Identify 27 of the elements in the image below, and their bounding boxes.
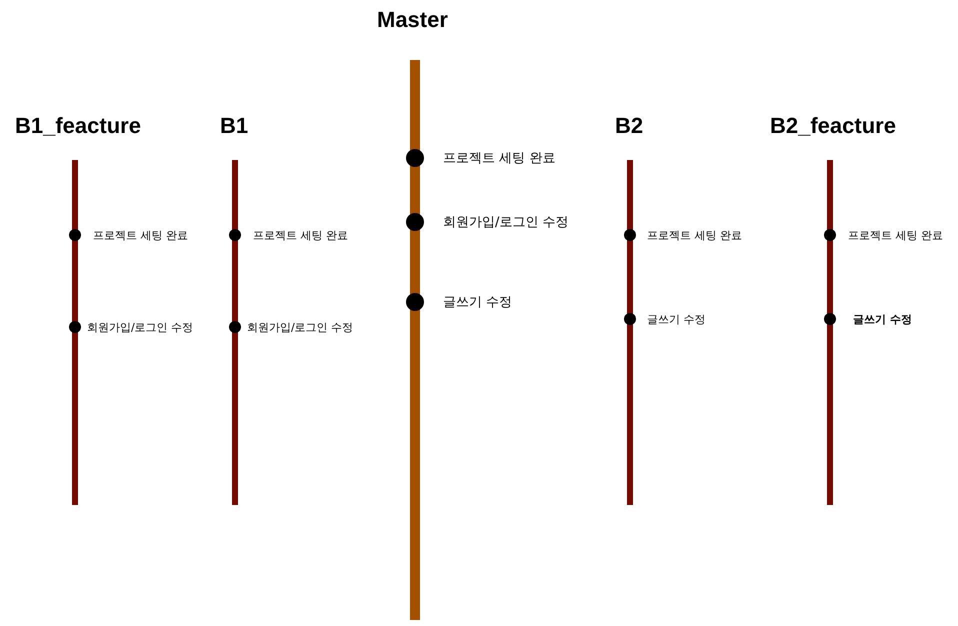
commit-dot [229, 229, 241, 241]
commit-dot [824, 313, 836, 325]
branch-title: B2_feacture [770, 113, 896, 139]
commit-label: 프로젝트 세팅 완료 [848, 228, 943, 242]
branch-title: B1 [220, 113, 248, 139]
commit-label: 프로젝트 세팅 완료 [93, 228, 188, 242]
commit-label: 회원가입/로그인 수정 [247, 320, 354, 334]
commit-label: 회원가입/로그인 수정 [87, 320, 194, 334]
branch-title: B2 [615, 113, 644, 139]
commit-label: 글쓰기 수정 [853, 312, 912, 326]
commit-dot [406, 293, 424, 311]
commit-dot [406, 149, 424, 167]
commit-dot [229, 321, 241, 333]
commit-label: 글쓰기 수정 [647, 312, 706, 326]
commit-label: 글쓰기 수정 [443, 294, 512, 310]
commit-dot [824, 229, 836, 241]
commit-dot [624, 229, 636, 241]
commit-label: 프로젝트 세팅 완료 [443, 150, 556, 166]
commit-dot [406, 213, 424, 231]
commit-label: 회원가입/로그인 수정 [443, 214, 569, 230]
commit-dot [624, 313, 636, 325]
commit-label: 프로젝트 세팅 완료 [253, 228, 348, 242]
branch-title: B1_feacture [15, 113, 141, 139]
branch-title: Master [377, 7, 448, 33]
commit-label: 프로젝트 세팅 완료 [647, 228, 742, 242]
commit-dot [69, 321, 81, 333]
commit-dot [69, 229, 81, 241]
